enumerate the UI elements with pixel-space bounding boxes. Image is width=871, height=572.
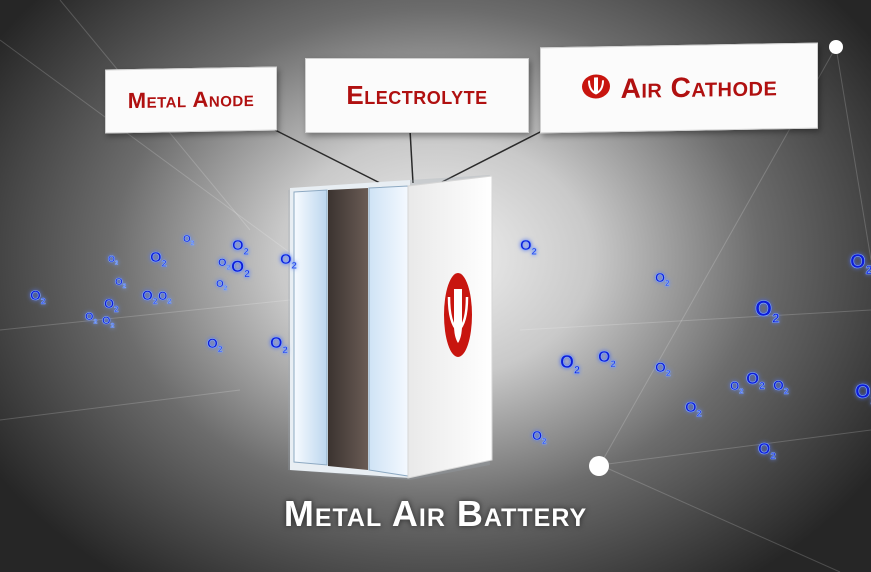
oxygen-molecule: O2	[520, 237, 537, 257]
oxygen-molecule: O2	[150, 249, 167, 269]
metal-anode-label: Metal Anode	[105, 66, 277, 134]
oxygen-molecule: O2	[218, 257, 231, 271]
electrolyte-text: Electrolyte	[346, 80, 488, 110]
oxygen-molecule: O2	[655, 359, 671, 378]
oxygen-molecule: O2	[532, 428, 547, 446]
oxygen-molecule: O2	[158, 289, 171, 306]
oxygen-molecule: O2	[142, 287, 158, 306]
metal-anode-text: Metal Anode	[127, 85, 255, 114]
air-cathode-text: Air Cathode	[620, 70, 778, 105]
oxygen-molecule: O2	[85, 311, 98, 325]
oxygen-molecule: O2	[270, 335, 288, 356]
oxygen-molecule: O2	[30, 287, 46, 306]
red-tulip-logo-icon	[581, 73, 611, 107]
electrolyte-layer	[328, 188, 368, 470]
connector-lines	[274, 127, 549, 184]
diagram-caption: Metal Air Battery	[283, 493, 588, 534]
highlight-dot	[589, 456, 609, 476]
oxygen-molecule: O2	[758, 441, 776, 462]
oxygen-molecule: O2	[730, 379, 743, 396]
oxygen-molecule: O2	[104, 296, 119, 314]
oxygen-molecule: O2	[231, 257, 250, 280]
oxygen-molecule: O2	[773, 377, 789, 396]
oxygen-molecule: O2	[755, 296, 779, 326]
oxygen-molecule: O2	[560, 352, 580, 376]
cathode-layer	[368, 185, 409, 477]
oxygen-molecule: O2	[216, 279, 228, 292]
oxygen-molecule: O2	[207, 335, 223, 354]
oxygen-molecule: O2	[855, 381, 871, 407]
oxygen-molecule: O2	[746, 369, 765, 392]
oxygen-molecule: O2	[598, 349, 616, 370]
electrolyte-label: Electrolyte	[305, 58, 529, 133]
oxygen-molecule: O2	[655, 270, 670, 288]
air-cathode-label: Air Cathode	[540, 42, 818, 134]
battery-cell	[288, 175, 493, 480]
oxygen-molecule: O2	[102, 315, 115, 329]
oxygen-molecule: O2	[850, 251, 871, 277]
oxygen-molecule: O2	[232, 237, 249, 257]
oxygen-molecule: O2	[183, 234, 195, 247]
oxygen-molecule: O2	[108, 254, 118, 267]
anode-layer	[293, 189, 328, 466]
oxygen-molecule: O2	[115, 277, 127, 290]
highlight-dot	[829, 40, 843, 54]
tulip-logo-icon	[444, 273, 472, 357]
oxygen-molecule: O2	[685, 399, 702, 419]
